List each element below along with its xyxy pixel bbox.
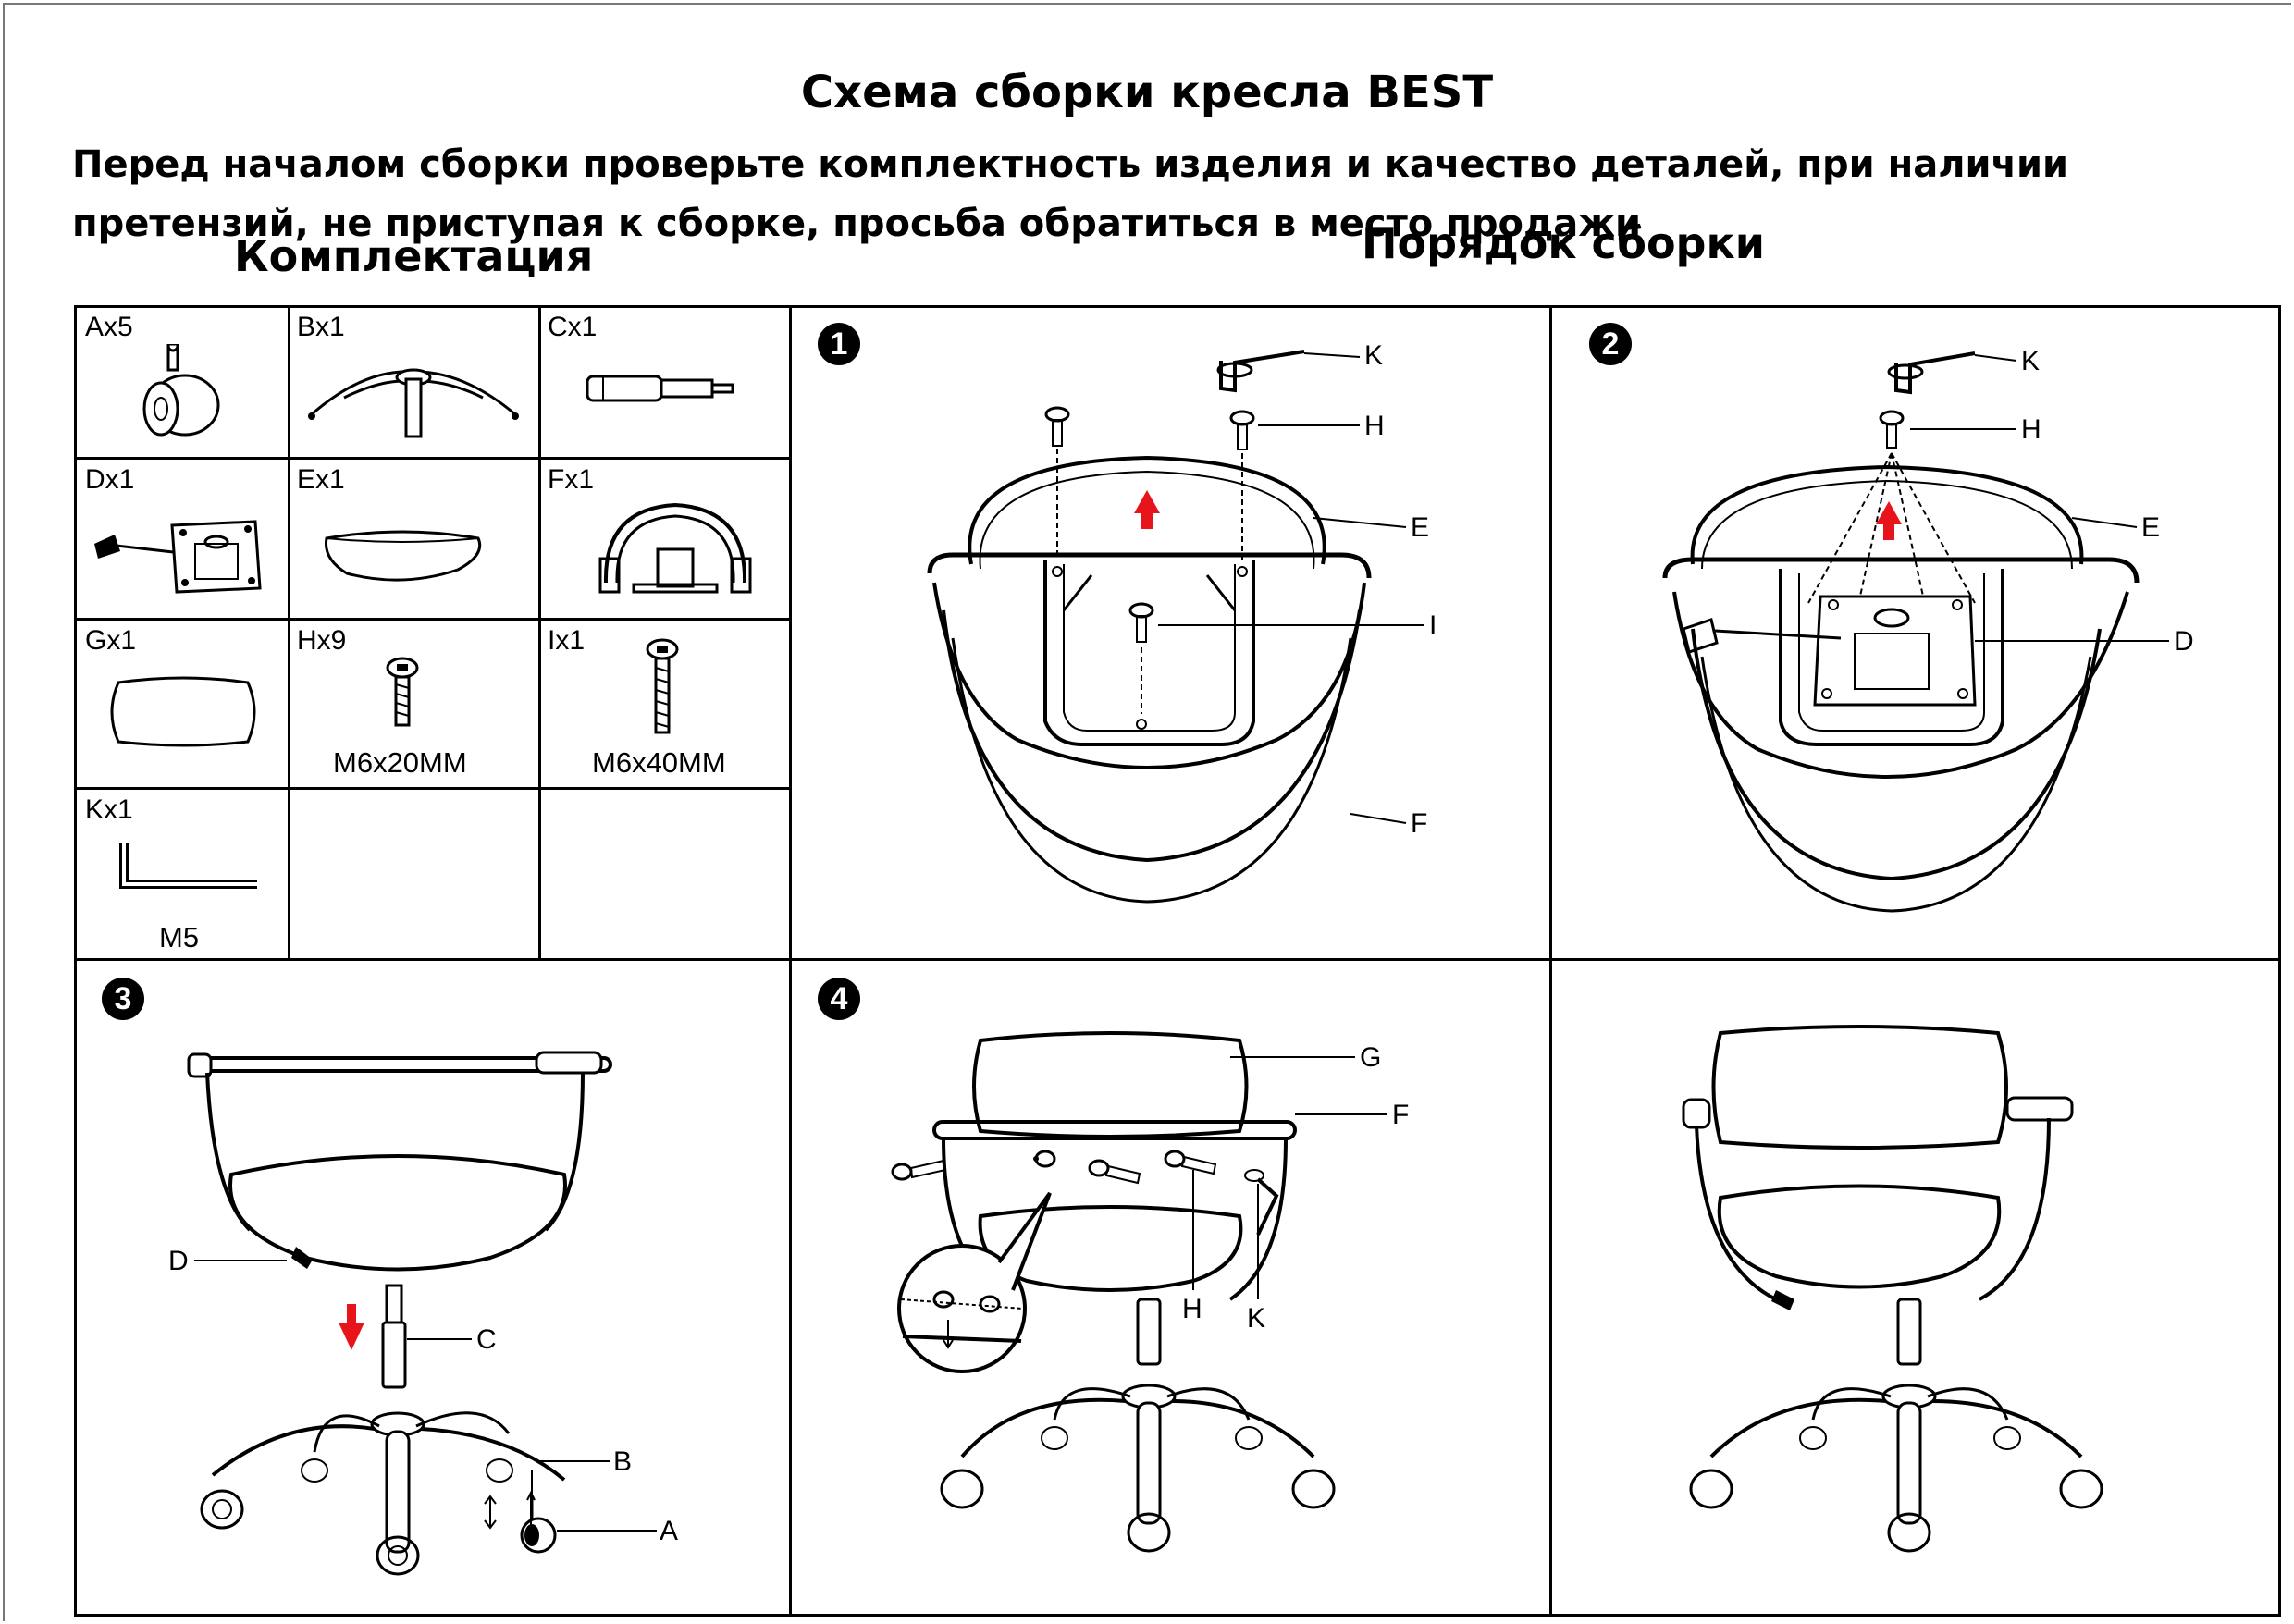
step-2-diagram: K H E D (1662, 346, 2194, 913)
step-3-callout-d: D (168, 1246, 189, 1276)
divider-step1-step2 (1549, 305, 1552, 1617)
part-k-label: Kx1 (85, 794, 133, 825)
armrest-frame-icon (598, 502, 752, 594)
step-1-callout-k: K (1364, 340, 1383, 371)
assembled-chair-diagram (1682, 1025, 2103, 1553)
step-3-callout-c: C (476, 1324, 497, 1355)
back-cushion-icon (110, 676, 256, 747)
step-3-number: 3 (102, 978, 144, 1020)
step-2-callout-e: E (2141, 512, 2160, 543)
part-h-size: M6x20MM (333, 746, 467, 779)
caster-wheel-icon (142, 344, 220, 437)
five-star-base-icon (308, 368, 519, 438)
instruction-frame (74, 305, 2281, 1617)
step-1-diagram: K H E F I (927, 340, 1437, 904)
kit-heading: Комплектация (234, 231, 594, 281)
parts-grid-col-1 (288, 305, 290, 958)
assembly-order-heading: Порядок сборки (1362, 218, 1765, 268)
step-1-callout-e: E (1411, 512, 1429, 543)
step-2-number: 2 (1589, 323, 1632, 365)
divider-parts-step1 (789, 305, 792, 1617)
step-1-callout-i: I (1429, 610, 1437, 641)
divider-top-bottom (74, 958, 2281, 961)
parts-grid-col-2 (538, 305, 541, 958)
part-i-label: Ix1 (548, 625, 586, 656)
step-2-callout-h: H (2021, 414, 2041, 445)
part-c-label: Cx1 (548, 312, 598, 342)
step-4-callout-k: K (1247, 1303, 1265, 1334)
parts-grid-row-1 (74, 457, 790, 460)
step-3-diagram: D C B A (168, 1051, 678, 1576)
part-a-label: Ax5 (85, 312, 133, 342)
step-4-callout-f: F (1392, 1100, 1409, 1130)
step-4-diagram: G F H K (891, 1031, 1409, 1553)
step-4-callout-h: H (1182, 1294, 1202, 1324)
step-1-number: 1 (818, 323, 860, 365)
short-bolt-icon (386, 657, 419, 727)
step-4-number: 4 (818, 978, 860, 1020)
long-bolt-icon (646, 638, 679, 734)
part-b-label: Bx1 (297, 312, 345, 342)
part-d-label: Dx1 (85, 464, 135, 495)
part-f-label: Fx1 (548, 464, 595, 495)
step-1-callout-f: F (1411, 808, 1427, 839)
document-title: Схема сборки кресла BEST (800, 67, 1494, 118)
step-2-callout-k: K (2021, 346, 2040, 376)
part-k-size: M5 (159, 921, 200, 953)
step-3-callout-a: A (660, 1516, 678, 1546)
parts-grid-row-2 (74, 618, 790, 621)
part-h-label: Hx9 (297, 625, 347, 656)
step-4-callout-g: G (1360, 1042, 1381, 1073)
part-i-size: M6x40MM (592, 746, 726, 779)
seat-cushion-icon (324, 530, 482, 582)
part-e-label: Ex1 (297, 464, 345, 495)
page-border (3, 3, 2291, 1621)
hex-key-icon (119, 843, 257, 889)
mechanism-plate-icon (94, 520, 262, 594)
step-1-callout-h: H (1364, 411, 1385, 441)
gas-lift-icon (586, 375, 734, 402)
step-3-callout-b: B (613, 1446, 632, 1477)
assembly-intro-text: Перед началом сборки проверьте комплектн… (72, 143, 2069, 245)
part-g-label: Gx1 (85, 625, 137, 656)
parts-grid-row-3 (74, 787, 790, 790)
step-2-callout-d: D (2174, 626, 2194, 657)
